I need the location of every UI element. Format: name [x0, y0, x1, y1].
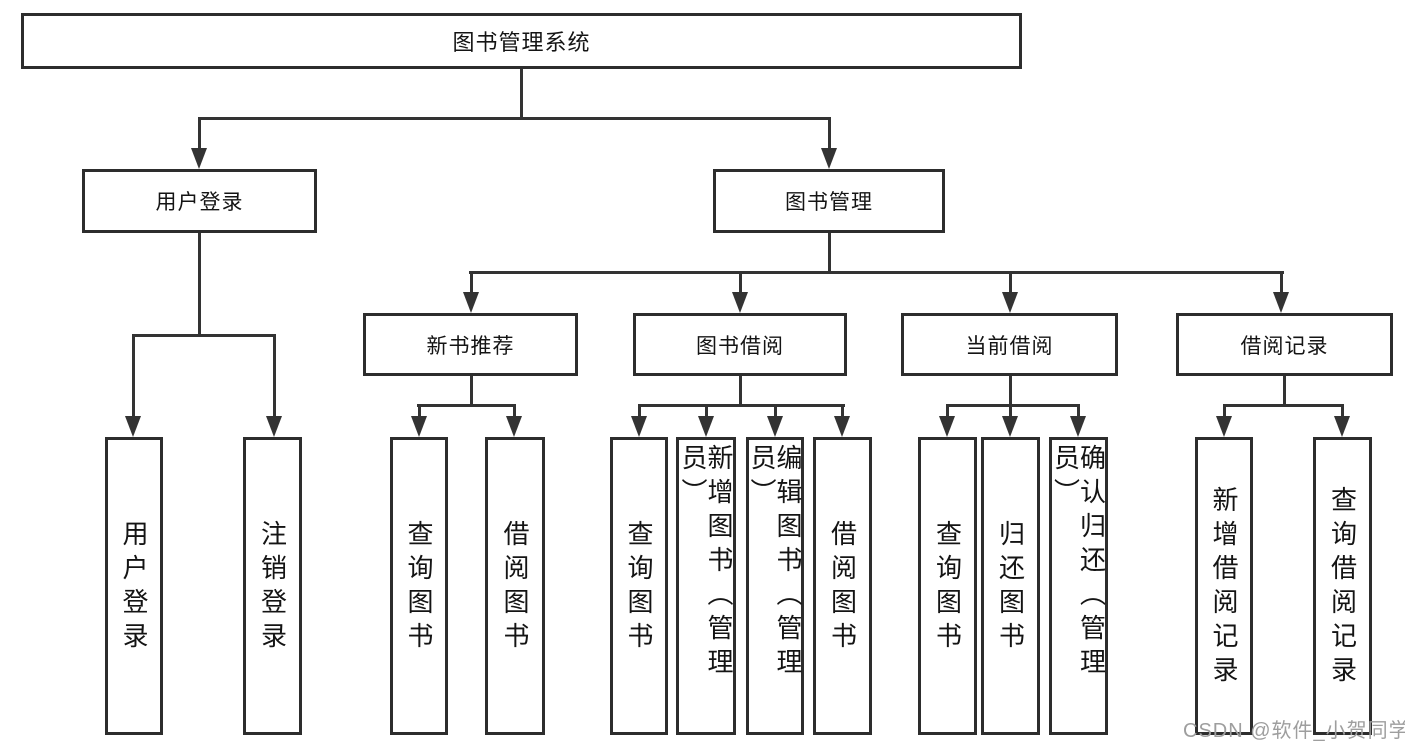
- arrow-down-icon: [821, 148, 837, 169]
- arrow-down-icon: [732, 292, 748, 313]
- connector-line: [1009, 376, 1012, 406]
- leaf-add-borrow-record: 新增借阅记录: [1195, 437, 1253, 735]
- arrow-down-icon: [1002, 292, 1018, 313]
- connector-line: [418, 404, 421, 418]
- connector-line: [774, 404, 777, 418]
- leaf-query-borrow-record: 查询借阅记录: [1313, 437, 1372, 735]
- arrow-down-icon: [125, 416, 141, 437]
- leaf-logout: 注销登录: [243, 437, 302, 735]
- leaf-edit-book-admin: 编辑图书（管理员）: [746, 437, 804, 735]
- connector-line: [470, 376, 473, 406]
- connector-line: [198, 233, 201, 336]
- arrow-down-icon: [1002, 416, 1018, 437]
- connector-line: [705, 404, 708, 418]
- connector-line: [828, 117, 831, 150]
- arrow-down-icon: [1070, 416, 1086, 437]
- arrow-down-icon: [1216, 416, 1232, 437]
- arrow-down-icon: [411, 416, 427, 437]
- connector-line: [132, 334, 135, 418]
- connector-line: [946, 404, 949, 418]
- arrow-down-icon: [191, 148, 207, 169]
- node-current-borrowing: 当前借阅: [901, 313, 1118, 376]
- connector-line: [513, 404, 516, 418]
- leaf-query-books-borrowing: 查询图书: [610, 437, 668, 735]
- leaf-user-login: 用户登录: [105, 437, 163, 735]
- connector-line: [520, 69, 523, 118]
- connector-line: [1280, 271, 1283, 293]
- connector-line: [841, 404, 844, 418]
- connector-line: [1009, 271, 1012, 293]
- arrow-down-icon: [1273, 292, 1289, 313]
- arrow-down-icon: [1334, 416, 1350, 437]
- node-user-login: 用户登录: [82, 169, 317, 233]
- node-book-management: 图书管理: [713, 169, 945, 233]
- node-borrow-records: 借阅记录: [1176, 313, 1393, 376]
- connector-line: [273, 334, 276, 418]
- connector-line: [469, 271, 1284, 274]
- connector-line: [739, 271, 742, 293]
- connector-line: [417, 404, 516, 407]
- connector-line: [132, 334, 276, 337]
- arrow-down-icon: [631, 416, 647, 437]
- leaf-add-book-admin: 新增图书（管理员）: [676, 437, 736, 735]
- connector-line: [1341, 404, 1344, 418]
- connector-line: [1223, 404, 1226, 418]
- arrow-down-icon: [834, 416, 850, 437]
- connector-line: [946, 404, 1080, 407]
- arrow-down-icon: [463, 292, 479, 313]
- connector-line: [1077, 404, 1080, 418]
- connector-line: [1009, 404, 1012, 418]
- node-new-book-recommend: 新书推荐: [363, 313, 578, 376]
- leaf-query-books-recommend: 查询图书: [390, 437, 448, 735]
- connector-line: [470, 271, 473, 293]
- leaf-borrow-books-recommend: 借阅图书: [485, 437, 545, 735]
- arrow-down-icon: [506, 416, 522, 437]
- arrow-down-icon: [698, 416, 714, 437]
- connector-line: [739, 376, 742, 406]
- connector-line: [828, 232, 831, 274]
- leaf-query-books-current: 查询图书: [918, 437, 977, 735]
- arrow-down-icon: [767, 416, 783, 437]
- arrow-down-icon: [939, 416, 955, 437]
- connector-line: [1283, 376, 1286, 406]
- node-library-system: 图书管理系统: [21, 13, 1022, 69]
- leaf-confirm-return-admin: 确认归还（管理员）: [1049, 437, 1108, 735]
- connector-line: [198, 117, 201, 150]
- connector-line: [638, 404, 845, 407]
- arrow-down-icon: [266, 416, 282, 437]
- leaf-return-book: 归还图书: [981, 437, 1040, 735]
- csdn-watermark: CSDN @软件_小贺同学: [1183, 720, 1405, 742]
- connector-line: [198, 117, 831, 120]
- connector-line: [1223, 404, 1344, 407]
- leaf-borrow-books: 借阅图书: [813, 437, 872, 735]
- node-book-borrowing: 图书借阅: [633, 313, 847, 376]
- connector-line: [638, 404, 641, 418]
